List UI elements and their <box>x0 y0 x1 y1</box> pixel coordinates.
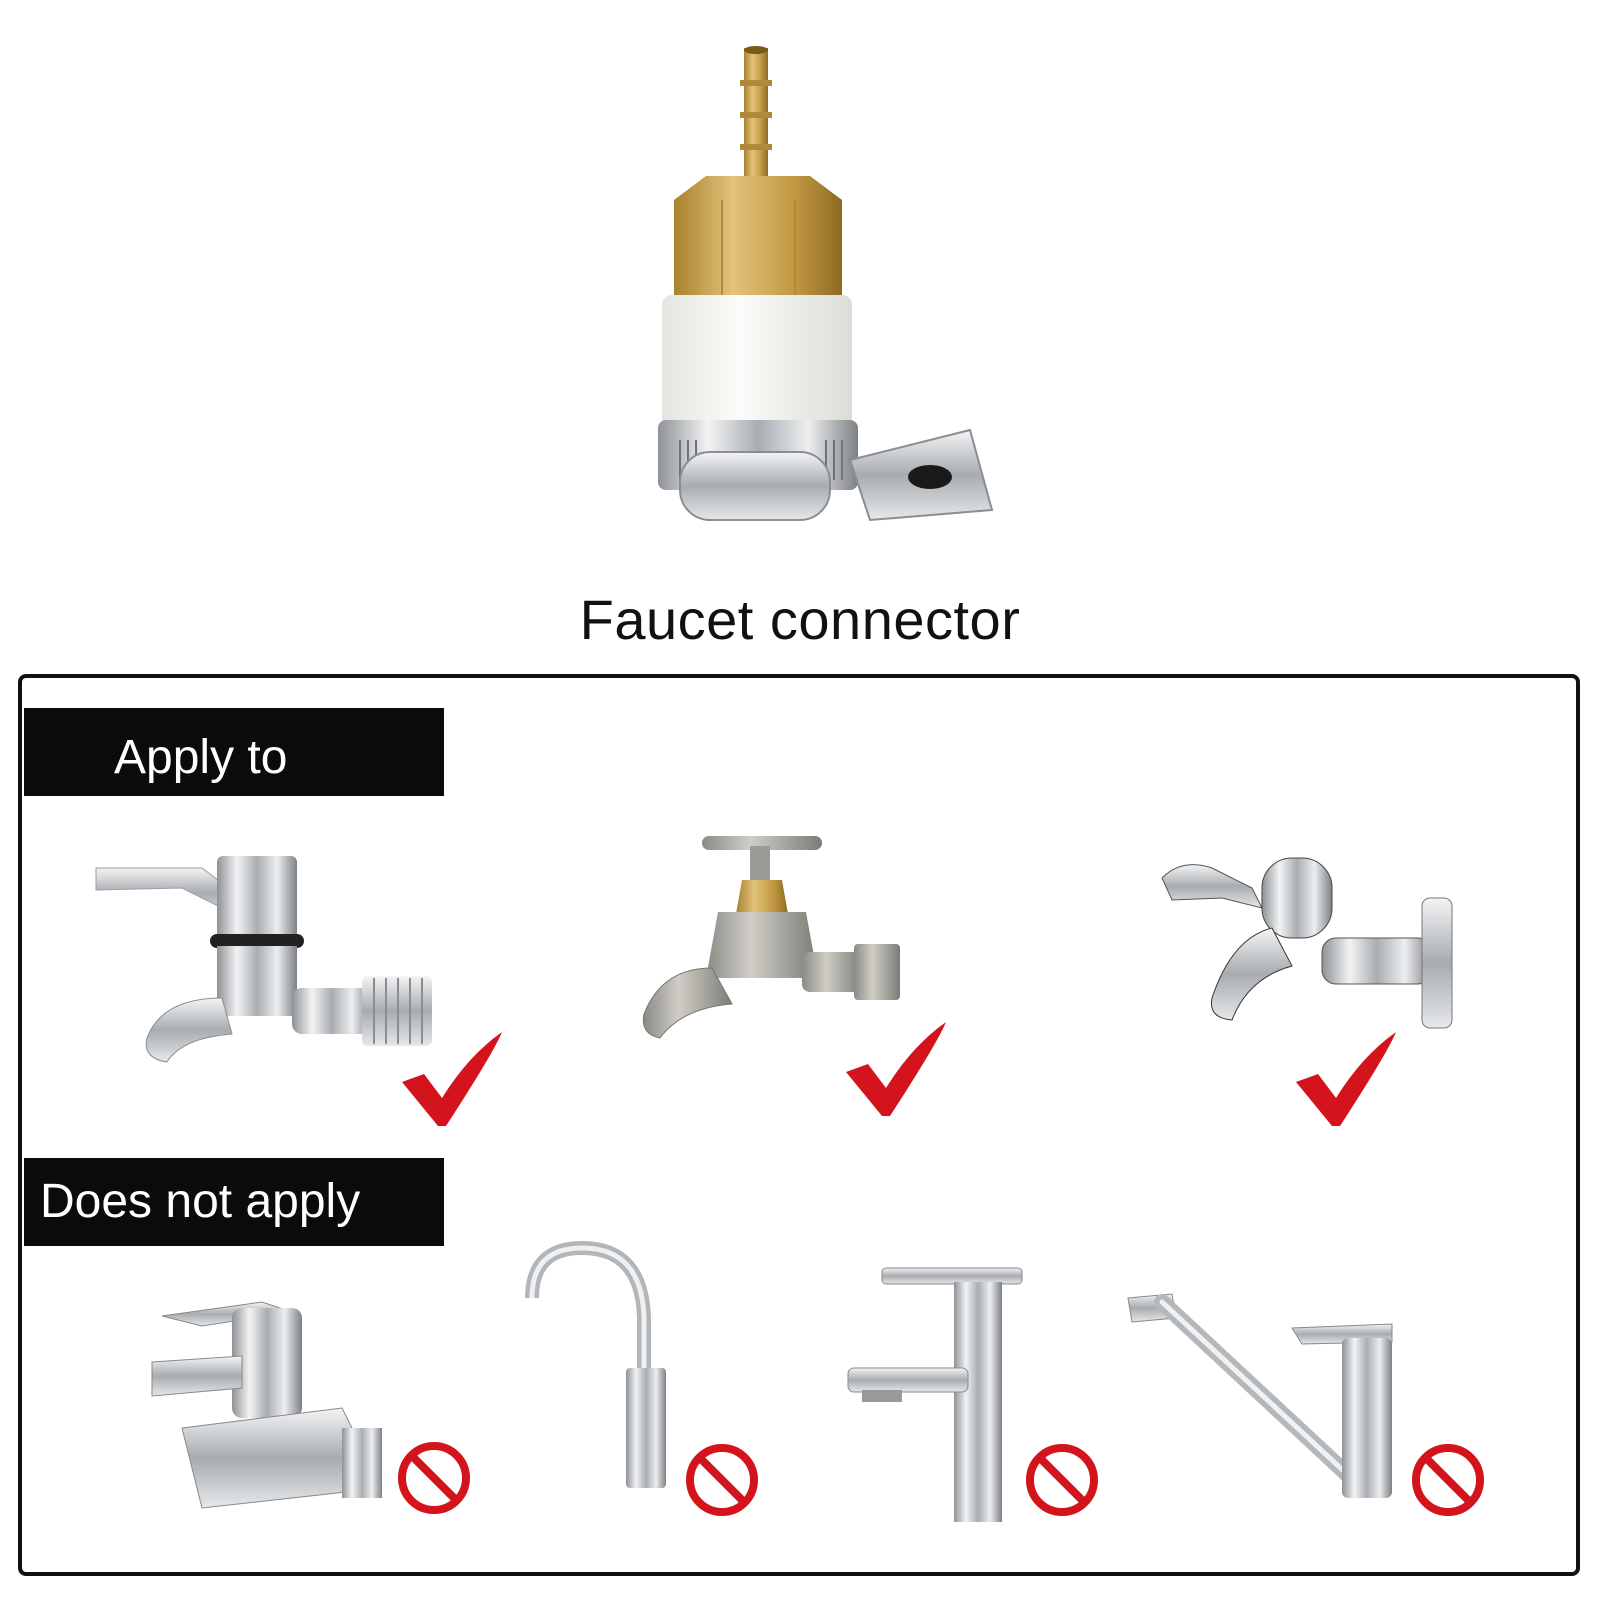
does-not-apply-tag: Does not apply <box>24 1158 444 1246</box>
prohibited-icon <box>686 1444 758 1516</box>
apply-to-tag: Apply to <box>24 708 444 796</box>
wall-lever-tap-icon <box>1161 857 1453 1029</box>
gooseneck-faucet-icon <box>525 1240 666 1488</box>
prohibited-icon <box>1026 1444 1098 1516</box>
lever-tap-icon <box>95 856 432 1063</box>
check-mark-icon <box>846 1022 946 1116</box>
prohibited-icon <box>398 1442 470 1514</box>
kitchen-swivel-faucet-icon <box>1127 1293 1393 1498</box>
prohibited-icon <box>1412 1444 1484 1516</box>
check-mark-icon <box>1296 1032 1396 1126</box>
basin-mixer-icon <box>151 1301 383 1509</box>
cross-handle-tap-icon <box>642 836 900 1039</box>
product-title: Faucet connector <box>579 588 1021 651</box>
tall-mixer-faucet-icon <box>847 1267 1023 1522</box>
hose-connector-icon <box>658 46 994 522</box>
compatibility-panel: Apply to <box>18 674 1580 1576</box>
check-mark-icon <box>402 1032 502 1126</box>
